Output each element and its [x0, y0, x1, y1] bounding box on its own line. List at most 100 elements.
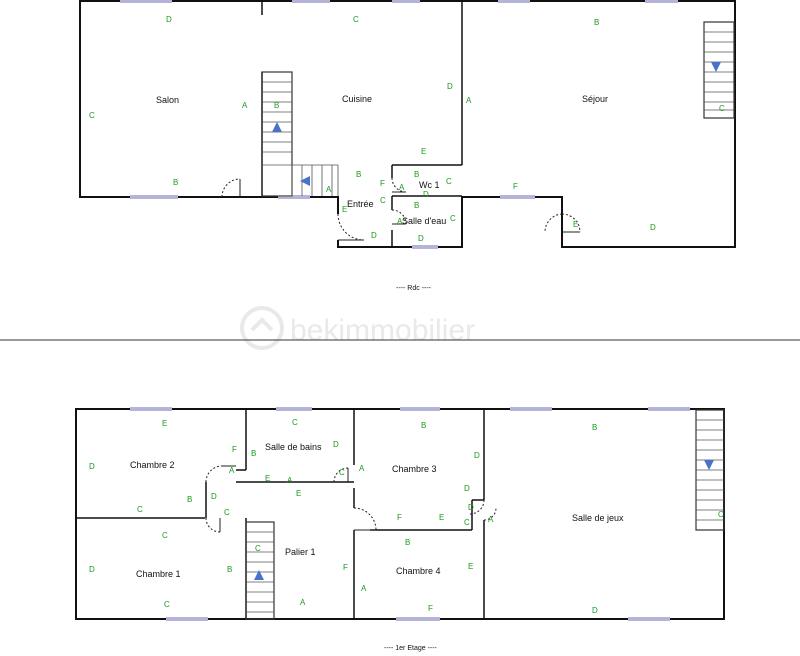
wall-letter: F: [343, 563, 348, 572]
wall-letter: E: [296, 489, 301, 498]
wall-letter: A: [361, 584, 367, 593]
wall-letter: C: [162, 531, 168, 540]
wall-letter: C: [164, 600, 170, 609]
wall-letter: B: [274, 101, 279, 110]
room-label-salle-bains: Salle de bains: [265, 442, 322, 452]
rdc-stair-left: [261, 71, 339, 197]
wall-letter: A: [466, 96, 472, 105]
wall-letter: C: [719, 104, 725, 113]
wall-letter: C: [718, 510, 724, 519]
wall-letter: C: [446, 177, 452, 186]
room-label-palier: Palier 1: [285, 547, 316, 557]
wall-letter: B: [405, 538, 410, 547]
etage-wall-letters: E F A D B C D C C D A E B C B D D C A B …: [89, 418, 724, 615]
wall-letter: C: [464, 518, 470, 527]
wall-letter: C: [89, 111, 95, 120]
wall-letter: A: [300, 598, 306, 607]
wall-letter: D: [447, 82, 453, 91]
wall-letter: D: [423, 190, 429, 199]
wall-letter: C: [380, 196, 386, 205]
wall-letter: F: [232, 445, 237, 454]
wall-letter: D: [89, 565, 95, 574]
stair-arrow-icon: [300, 176, 310, 186]
wall-letter: B: [414, 201, 419, 210]
wall-letter: F: [380, 179, 385, 188]
wall-letter: B: [421, 421, 426, 430]
wall-letter: A: [326, 185, 332, 194]
wall-letter: E: [265, 474, 270, 483]
room-label-chambre3: Chambre 3: [392, 464, 437, 474]
wall-letter: B: [173, 178, 178, 187]
wall-letter: A: [229, 466, 235, 475]
wall-letter: A: [359, 464, 365, 473]
stair-arrow-icon: [272, 122, 282, 132]
wall-letter: D: [464, 484, 470, 493]
rdc-wall-letters: D C B C A B B D A E B F C A C B C A D D …: [89, 15, 725, 243]
wall-letter: B: [594, 18, 599, 27]
room-label-cuisine: Cuisine: [342, 94, 372, 104]
etage-stair-palier: [245, 521, 275, 620]
etage-doors: [205, 465, 497, 533]
watermark-text: bekimmobilier: [290, 314, 475, 347]
wall-letter: C: [339, 468, 345, 477]
wall-letter: D: [211, 492, 217, 501]
wall-letter: E: [162, 419, 167, 428]
wall-letter: D: [418, 234, 424, 243]
floor-label-etage: ---- 1er Etage ----: [384, 645, 438, 652]
wall-letter: D: [89, 462, 95, 471]
wall-letter: E: [342, 205, 347, 214]
etage-stair-jeux: [695, 409, 725, 531]
wall-letter: D: [333, 440, 339, 449]
wall-letter: D: [468, 503, 474, 512]
wall-letter: D: [166, 15, 172, 24]
rdc-windows: [120, 0, 678, 249]
etage-windows: [130, 407, 690, 621]
wall-letter: A: [287, 476, 293, 485]
wall-letter: B: [187, 495, 192, 504]
rdc-doors: [221, 177, 581, 241]
wall-letter: E: [439, 513, 444, 522]
wall-letter: C: [292, 418, 298, 427]
room-label-chambre4: Chambre 4: [396, 566, 441, 576]
wall-letter: C: [353, 15, 359, 24]
room-label-salon: Salon: [156, 95, 179, 105]
wall-letter: A: [399, 183, 405, 192]
room-label-salle-jeux: Salle de jeux: [572, 513, 624, 523]
room-label-salle-eau: Salle d'eau: [402, 216, 446, 226]
wall-letter: F: [513, 182, 518, 191]
wall-letter: C: [137, 505, 143, 514]
wall-letter: D: [474, 451, 480, 460]
wall-letter: B: [414, 170, 419, 179]
watermark: bekimmobilier: [240, 306, 475, 350]
logo-icon: [240, 306, 284, 350]
wall-letter: D: [650, 223, 656, 232]
wall-letter: C: [224, 508, 230, 517]
room-label-entree: Entrée: [347, 199, 374, 209]
wall-letter: F: [397, 513, 402, 522]
wall-letter: B: [227, 565, 232, 574]
rdc-stair-right: [703, 21, 735, 119]
room-label-wc: Wc 1: [419, 180, 440, 190]
room-label-chambre1: Chambre 1: [136, 569, 181, 579]
wall-letter: E: [421, 147, 426, 156]
stair-arrow-icon: [254, 570, 264, 580]
wall-letter: B: [592, 423, 597, 432]
room-label-chambre2: Chambre 2: [130, 460, 175, 470]
wall-letter: E: [573, 220, 578, 229]
stair-arrow-icon: [711, 62, 721, 72]
stair-arrow-icon: [704, 460, 714, 470]
wall-letter: C: [450, 214, 456, 223]
wall-letter: F: [428, 604, 433, 613]
wall-letter: D: [592, 606, 598, 615]
wall-letter: A: [488, 515, 494, 524]
floor-label-rdc: ---- Rdc ----: [396, 285, 432, 292]
wall-letter: C: [255, 544, 261, 553]
wall-letter: E: [468, 562, 473, 571]
wall-letter: D: [371, 231, 377, 240]
wall-letter: A: [397, 217, 403, 226]
room-label-sejour: Séjour: [582, 94, 608, 104]
wall-letter: B: [251, 449, 256, 458]
rdc-plan: Salon Cuisine Séjour Entrée Wc 1 Salle d…: [79, 0, 736, 292]
etage-plan: Chambre 2 Salle de bains Chambre 3 Salle…: [75, 407, 725, 652]
